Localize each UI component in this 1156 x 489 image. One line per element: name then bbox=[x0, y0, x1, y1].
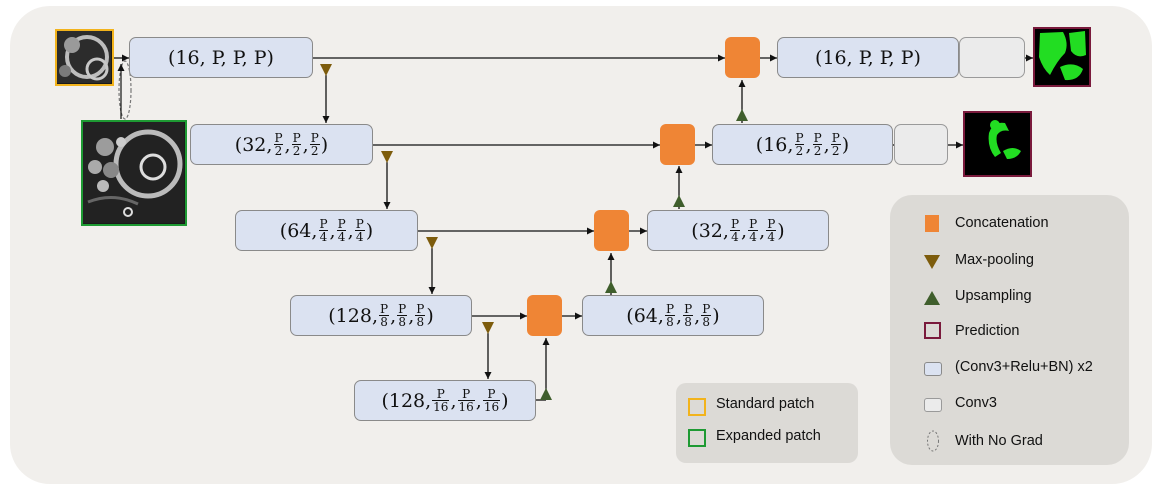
maxpool-markers bbox=[320, 64, 494, 334]
no-grad-ellipse bbox=[118, 60, 132, 120]
prediction-swatch bbox=[924, 322, 941, 339]
segmentation-mask bbox=[1039, 31, 1086, 81]
main-legend: Concatenation Max-pooling Upsampling Pre… bbox=[890, 195, 1129, 465]
segmentation-mask bbox=[988, 120, 1021, 159]
standard-patch-label: Standard patch bbox=[716, 396, 815, 412]
concat-node-4 bbox=[527, 295, 562, 336]
encoder-block-3-prefix: (64, bbox=[279, 219, 318, 242]
prediction-image-2 bbox=[963, 111, 1032, 177]
decoder-block-1: (16, P, P, P) bbox=[777, 37, 959, 78]
upsample-icon bbox=[736, 109, 748, 121]
upsampling-label: Upsampling bbox=[955, 288, 1032, 304]
maxpool-icon bbox=[381, 151, 393, 163]
upsample-markers bbox=[540, 109, 748, 400]
bottleneck-block-prefix: (128, bbox=[381, 389, 432, 412]
nograd-label: With No Grad bbox=[955, 433, 1043, 449]
maxpool-icon bbox=[426, 237, 438, 249]
upsample-icon bbox=[605, 281, 617, 293]
encoder-block-1: (16, P, P, P) bbox=[129, 37, 313, 78]
cell-texture bbox=[57, 31, 111, 83]
convblock-swatch bbox=[924, 362, 942, 376]
conv3-label: Conv3 bbox=[955, 395, 997, 411]
conv3-swatch bbox=[924, 398, 942, 412]
standard-patch-swatch bbox=[688, 398, 706, 416]
encoder-block-1-label: (16, P, P, P) bbox=[168, 46, 274, 69]
maxpooling-icon bbox=[924, 255, 940, 269]
conv3-block-2 bbox=[894, 124, 948, 165]
encoder-block-2-prefix: (32, bbox=[234, 133, 273, 156]
maxpooling-label: Max-pooling bbox=[955, 252, 1034, 268]
maxpool-icon bbox=[482, 322, 494, 334]
concatenation-swatch bbox=[925, 215, 939, 232]
concat-node-1 bbox=[725, 37, 760, 78]
decoder-block-2-prefix: (16, bbox=[755, 133, 794, 156]
upsampling-icon bbox=[924, 291, 940, 305]
maxpool-icon bbox=[320, 64, 332, 76]
upsample-icon bbox=[673, 195, 685, 207]
patch-legend: Standard patch Expanded patch bbox=[676, 383, 858, 463]
decoder-block-3-prefix: (32, bbox=[691, 219, 729, 242]
concat-node-2 bbox=[660, 124, 695, 165]
concat-node-3 bbox=[594, 210, 629, 251]
standard-patch-image bbox=[55, 29, 114, 86]
expanded-patch-image bbox=[81, 120, 187, 226]
cell-texture bbox=[83, 122, 184, 223]
convblock-label: (Conv3+Relu+BN) x2 bbox=[955, 359, 1093, 375]
decoder-block-4-prefix: (64, bbox=[626, 304, 664, 327]
upsample-icon bbox=[540, 388, 552, 400]
decoder-block-1-label: (16, P, P, P) bbox=[815, 46, 921, 69]
conv3-block-1 bbox=[959, 37, 1025, 78]
prediction-image-1 bbox=[1033, 27, 1091, 87]
expanded-patch-swatch bbox=[688, 429, 706, 447]
concatenation-label: Concatenation bbox=[955, 215, 1049, 231]
expanded-patch-label: Expanded patch bbox=[716, 428, 821, 444]
dashed-ellipse-icon bbox=[927, 430, 939, 452]
prediction-label: Prediction bbox=[955, 323, 1020, 339]
encoder-block-4-prefix: (128, bbox=[328, 304, 378, 327]
